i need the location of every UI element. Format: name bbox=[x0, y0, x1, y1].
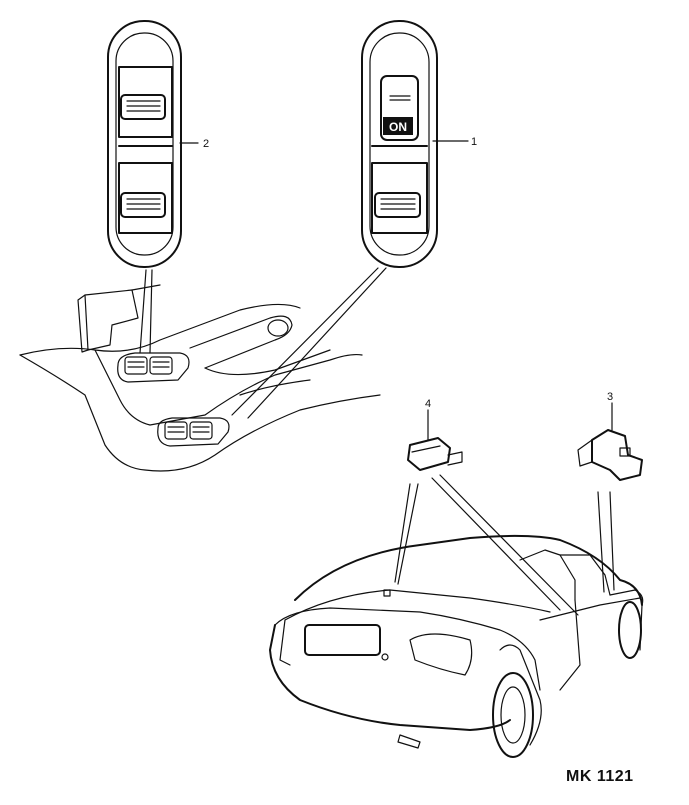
callout-1: 1 bbox=[471, 136, 477, 148]
door-switch-3 bbox=[577, 402, 643, 481]
callout-2: 2 bbox=[203, 138, 209, 150]
car-illustration bbox=[269, 534, 644, 758]
figure-code: MK 1121 bbox=[566, 768, 634, 785]
window-switch-pack-2 bbox=[107, 20, 199, 268]
isolator-on-label: ON bbox=[389, 120, 407, 134]
window-switch-pack-1 bbox=[361, 20, 469, 268]
callout-3: 3 bbox=[607, 391, 613, 403]
center-console bbox=[19, 284, 381, 472]
door-switch-4 bbox=[407, 409, 463, 471]
callout-4: 4 bbox=[425, 398, 431, 410]
